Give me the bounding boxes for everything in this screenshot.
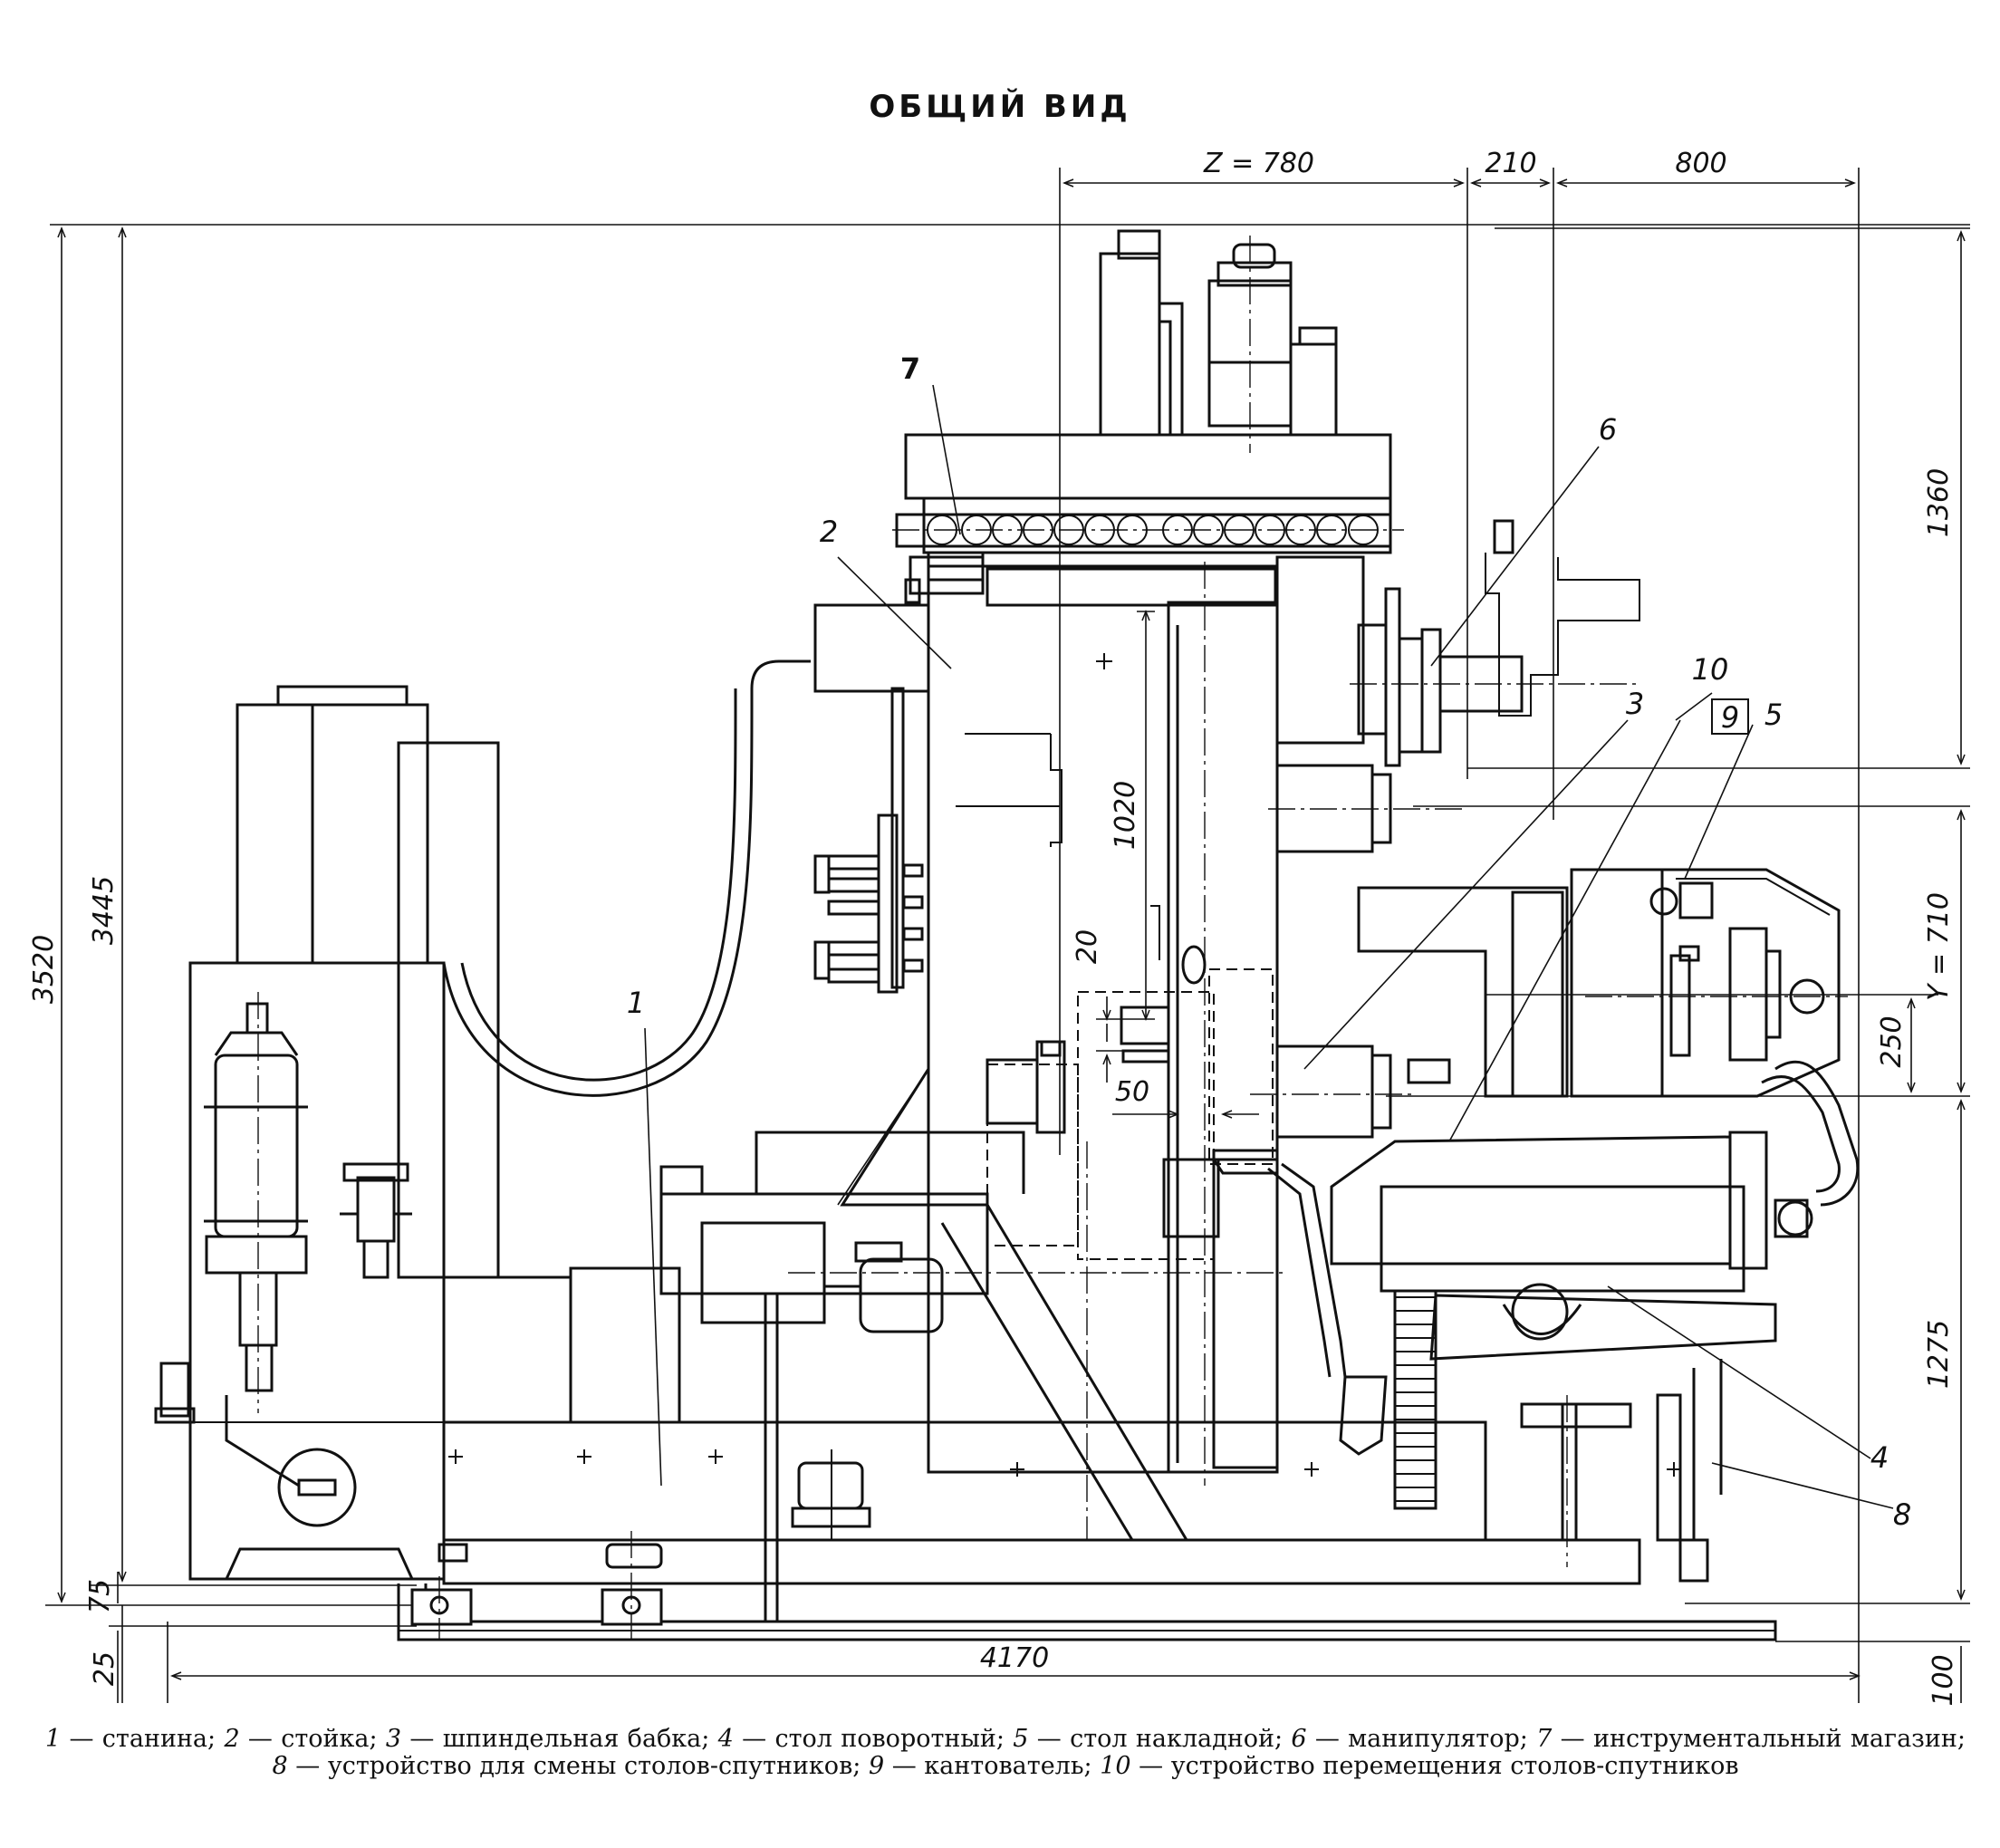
legend-item-5: 5 — стол накладной;	[1013, 1725, 1292, 1753]
dim-z: Z = 780	[1203, 148, 1314, 179]
pallet-changer	[1150, 905, 1388, 1456]
bed-marks	[448, 1449, 1681, 1477]
callout-10: 10	[1692, 652, 1729, 687]
callout-4: 4	[1870, 1440, 1889, 1475]
callout-6: 6	[1599, 412, 1617, 447]
support-frame	[659, 1131, 1286, 1622]
callout-3: 3	[1626, 687, 1644, 721]
legend-item-6: 6 — манипулятор;	[1291, 1725, 1537, 1753]
dim-y: Y = 710	[1923, 892, 1955, 1001]
dim-75: 75	[84, 1579, 116, 1613]
dimension-lines	[45, 168, 1970, 1703]
dimension-text: Z = 780 210 800 1360 1020 Y = 710 250 12…	[28, 148, 1959, 1707]
callout-numbers: 1 2 3 4 5 6 7 8 9 10	[627, 351, 1911, 1532]
gauge-dial	[225, 1395, 357, 1527]
callout-9-box	[1711, 698, 1749, 735]
callout-1: 1	[627, 986, 645, 1020]
callout-7: 7	[900, 351, 920, 386]
dim-25: 25	[89, 1651, 120, 1686]
control-cabinet	[154, 685, 500, 1581]
callout-9: 9	[1721, 700, 1739, 735]
dim-3520: 3520	[28, 935, 60, 1004]
legend-item-3: 3 — шпиндельная бабка;	[385, 1725, 718, 1753]
dim-4170: 4170	[980, 1642, 1049, 1674]
top-drive-units	[1099, 229, 1338, 453]
legend-item-1: 1 — станина;	[45, 1725, 225, 1753]
manipulator	[1350, 519, 1640, 767]
dim-1360: 1360	[1923, 468, 1955, 537]
callout-5: 5	[1764, 698, 1783, 732]
legend-item-10: 10 — устройство перемещения столов-спутн…	[1100, 1752, 1739, 1780]
legend-item-7: 7 — инструментальный магазин;	[1536, 1725, 1966, 1753]
dim-1275: 1275	[1923, 1320, 1955, 1389]
callout-2: 2	[820, 515, 838, 549]
dim-250: 250	[1876, 1015, 1908, 1067]
tool-pocket	[1224, 515, 1255, 545]
legend-item-2: 2 — стойка;	[224, 1725, 386, 1753]
machine-bed	[397, 1266, 1777, 1641]
valve-assembly	[340, 1162, 412, 1279]
legend-item-4: 4 — стол поворотный;	[717, 1725, 1014, 1753]
rotary-table	[1330, 868, 1860, 1583]
legend-caption: 1 — станина; 2 — стойка; 3 — шпиндельная…	[45, 1726, 1966, 1780]
drawing-title: ОБЩИЙ ВИД	[869, 89, 1131, 125]
column	[813, 555, 1365, 1486]
column-valve-block	[813, 687, 924, 994]
flexible-hose	[442, 659, 811, 1097]
dim-100: 100	[1928, 1654, 1959, 1706]
gear-teeth	[1395, 1296, 1436, 1502]
hydraulic-cylinder	[204, 992, 308, 1413]
dim-1020: 1020	[1110, 781, 1141, 850]
spindle-head	[986, 764, 1467, 1260]
dim-3445: 3445	[88, 876, 120, 945]
legend-item-9: 9 — кантователь;	[868, 1752, 1101, 1780]
dim-800: 800	[1675, 148, 1726, 179]
callout-8: 8	[1893, 1497, 1911, 1532]
leader-lines	[644, 384, 1894, 1509]
dim-210: 210	[1485, 148, 1536, 179]
dim-20: 20	[1072, 929, 1103, 964]
dim-50: 50	[1115, 1076, 1149, 1108]
legend-item-8: 8 — устройство для смены столов-спутнико…	[272, 1752, 869, 1780]
